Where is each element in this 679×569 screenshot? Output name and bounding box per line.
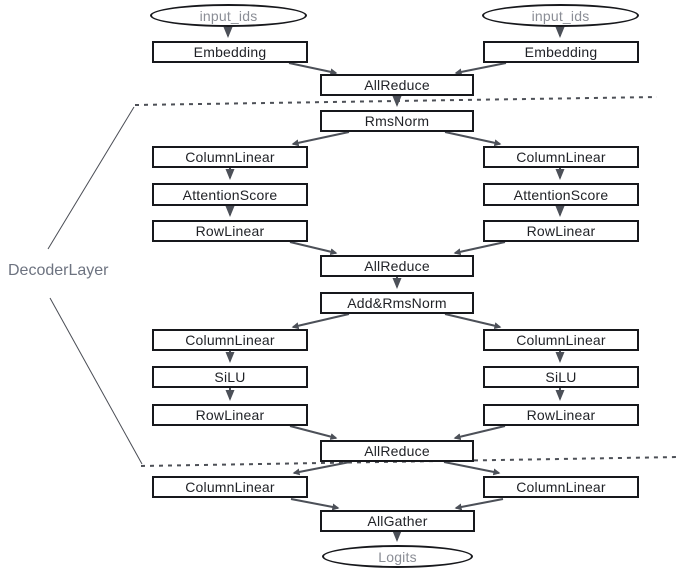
add-rmsnorm-label: Add&RmsNorm [347,295,447,311]
edge-allreduce-lmhead-right [443,461,501,476]
allreduce-embed-node: AllReduce [320,74,474,96]
input-ids-node-left: input_ids [150,4,307,27]
decoder-layer-bracket-top [47,106,135,250]
attn-rowlinear-node-left: RowLinear [152,220,308,242]
edge-rowlinear-allreduce2-left [289,425,338,440]
input-ids-label-right: input_ids [531,7,590,24]
edge-lmhead-allgather-right [454,498,504,511]
edge-embedding-allreduce-left [288,62,338,76]
edge-rowlinear-allreduce-right [453,241,506,256]
logits-label: Logits [378,548,417,565]
attn-columnlinear-node-left: ColumnLinear [152,146,308,168]
allreduce-embed-label: AllReduce [364,77,430,93]
attn-columnlinear-label-right: ColumnLinear [516,149,606,165]
allreduce-mlp-label: AllReduce [364,443,430,459]
rmsnorm-node: RmsNorm [320,110,474,132]
allgather-label: AllGather [367,513,428,529]
edge-rowlinear-allreduce-left [289,241,338,256]
mlp-rowlinear-node-right: RowLinear [483,404,639,426]
mlp-columnlinear-label-right: ColumnLinear [516,332,606,348]
lmhead-columnlinear-label-left: ColumnLinear [185,479,275,495]
attentionscore-node-left: AttentionScore [152,183,308,206]
allgather-node: AllGather [320,510,475,532]
mlp-columnlinear-node-right: ColumnLinear [483,329,639,351]
attentionscore-node-right: AttentionScore [483,183,639,206]
embedding-node-left: Embedding [152,41,308,63]
mlp-rowlinear-label-left: RowLinear [195,407,265,423]
edge-embedding-allreduce-right [454,62,507,76]
input-ids-node-right: input_ids [482,4,639,27]
allreduce-attn-label: AllReduce [364,258,430,274]
rmsnorm-label: RmsNorm [364,113,430,129]
mlp-columnlinear-node-left: ColumnLinear [152,329,308,351]
add-rmsnorm-node: Add&RmsNorm [320,292,474,314]
allreduce-mlp-node: AllReduce [320,440,474,462]
lmhead-columnlinear-node-left: ColumnLinear [152,476,308,498]
silu-label-right: SiLU [545,369,577,385]
edge-addrmsnorm-columnlinear-left [291,313,350,330]
attentionscore-label-left: AttentionScore [182,186,278,203]
silu-node-right: SiLU [483,366,639,388]
lmhead-columnlinear-label-right: ColumnLinear [516,479,606,495]
decoder-layer-bracket-bottom [49,297,143,465]
embedding-label-left: Embedding [193,44,267,60]
attentionscore-label-right: AttentionScore [513,186,609,203]
embedding-label-right: Embedding [524,44,598,60]
logits-node: Logits [322,545,473,568]
attn-rowlinear-label-right: RowLinear [526,223,596,239]
mlp-rowlinear-label-right: RowLinear [526,407,596,423]
edge-rowlinear-allreduce2-right [453,425,506,441]
attn-rowlinear-label-left: RowLinear [195,223,265,239]
edge-lmhead-allgather-left [290,498,340,511]
allreduce-attn-node: AllReduce [320,255,474,277]
edge-addrmsnorm-columnlinear-right [444,313,502,330]
silu-label-left: SiLU [214,369,246,385]
attn-rowlinear-node-right: RowLinear [483,220,639,242]
attn-columnlinear-label-left: ColumnLinear [185,149,275,165]
lmhead-columnlinear-node-right: ColumnLinear [483,476,639,498]
silu-node-left: SiLU [152,366,308,388]
edge-rmsnorm-columnlinear-right [444,131,502,147]
mlp-rowlinear-node-left: RowLinear [152,404,308,426]
decoder-layer-top-boundary [134,96,658,106]
edge-allreduce-lmhead-left [292,461,351,476]
mlp-columnlinear-label-left: ColumnLinear [185,332,275,348]
attn-columnlinear-node-right: ColumnLinear [483,146,639,168]
decoder-layer-group-label: DecoderLayer [8,262,109,279]
input-ids-label-left: input_ids [199,7,258,24]
edge-rmsnorm-columnlinear-left [291,131,350,147]
embedding-node-right: Embedding [483,41,639,63]
